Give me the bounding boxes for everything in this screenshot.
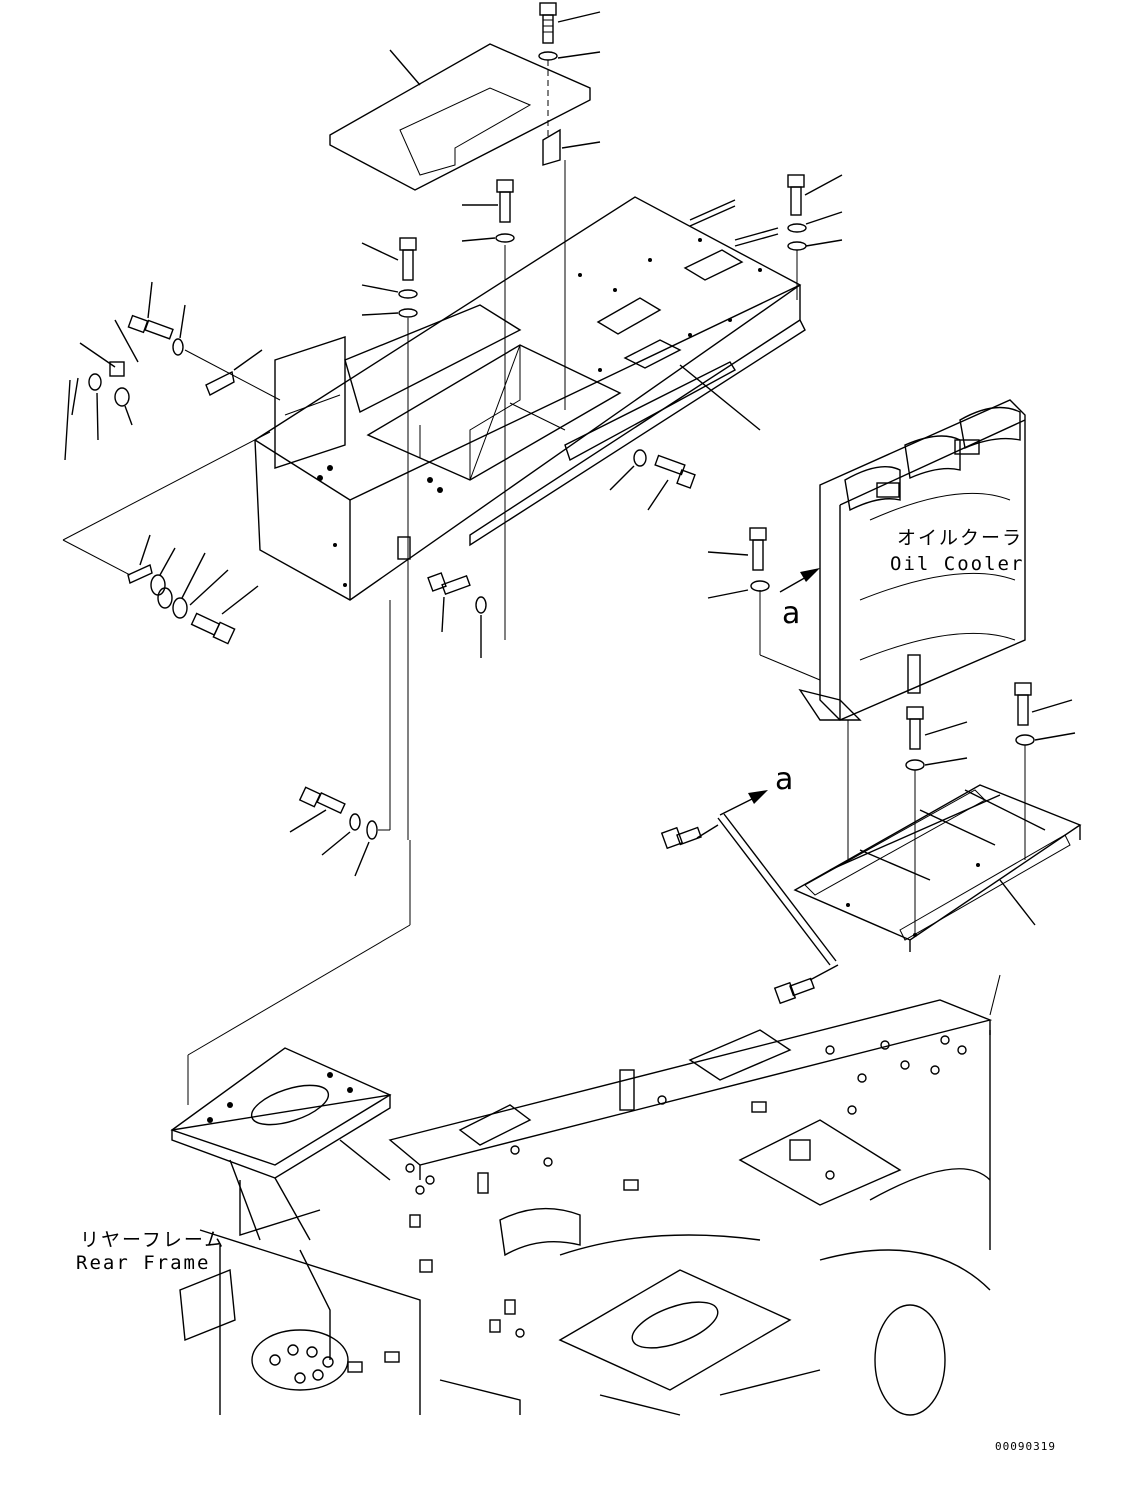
bolt-right-side <box>609 449 696 511</box>
view-ref-label-upper: a <box>782 596 801 631</box>
oil-cooler-label-jp: オイルクーラ <box>897 527 1024 549</box>
bolt-oil-cooler <box>707 527 770 599</box>
oil-cooler <box>759 399 1026 860</box>
drawing-number: 00090319 <box>995 1440 1056 1453</box>
rear-frame-label-jp: リヤーフレーム <box>80 1229 226 1251</box>
rear-frame-label-en: Rear Frame <box>76 1252 211 1274</box>
bolt-front-lower <box>427 572 487 658</box>
leader-lines <box>989 974 1001 1016</box>
bolt-left-top <box>361 237 418 840</box>
tie-rod <box>660 813 839 1005</box>
top-cover-plate <box>329 43 591 191</box>
bolt-mid-left <box>187 600 411 1105</box>
bolt-center-top <box>461 179 515 640</box>
bolt-right-top <box>787 174 843 300</box>
bolt-top-cover <box>538 2 601 410</box>
bolt-frame-right <box>1014 682 1076 860</box>
view-ref-label-lower: a <box>775 762 794 797</box>
arrow-view-a-upper <box>779 568 820 593</box>
left-hardware-cluster <box>62 281 281 645</box>
bolt-frame-center <box>905 706 968 935</box>
rear-frame <box>170 999 993 1416</box>
oil-cooler-label-en: Oil Cooler <box>890 553 1025 575</box>
cooler-mount-frame <box>793 784 1082 952</box>
main-box-body <box>254 196 806 601</box>
arrow-view-a-lower <box>719 790 768 816</box>
